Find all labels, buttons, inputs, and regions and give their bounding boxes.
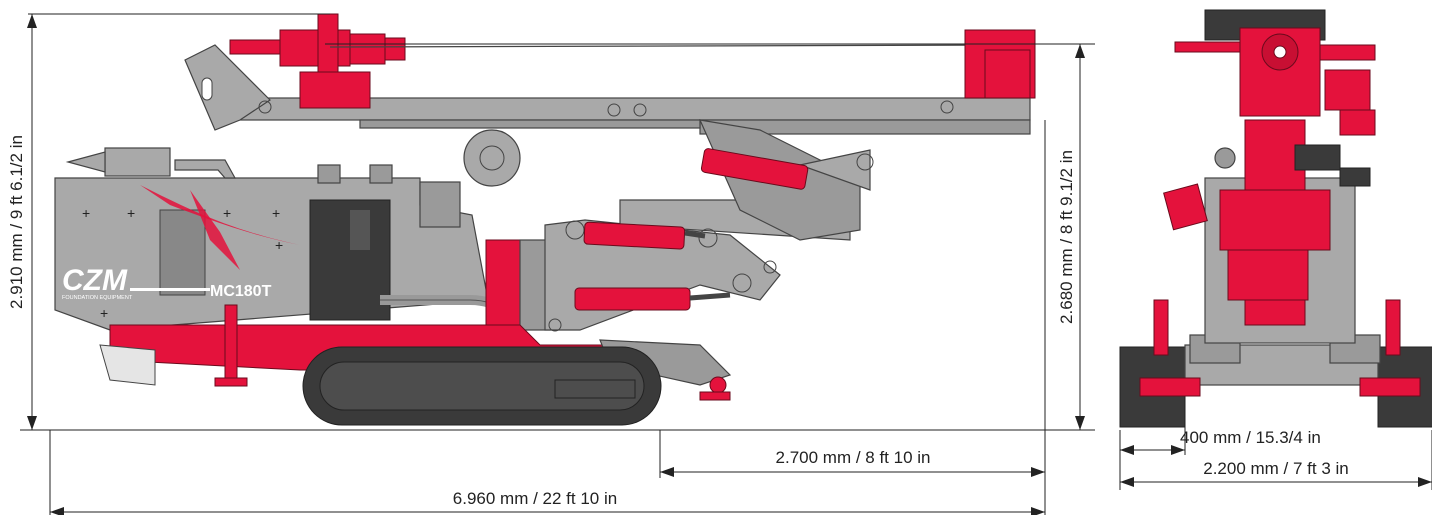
svg-text:+: +	[223, 205, 231, 221]
svg-text:+: +	[272, 205, 280, 221]
boom-pivot-disc	[463, 129, 521, 187]
overall-length-label: 6.960 mm / 22 ft 10 in	[453, 489, 617, 508]
hydraulic-cylinders	[574, 148, 809, 311]
czm-logo: CZM FOUNDATION EQUIPMENT MC180T	[62, 264, 272, 301]
svg-text:+: +	[127, 205, 135, 221]
overall-width-label: 2.200 mm / 7 ft 3 in	[1203, 459, 1349, 478]
track-length-label: 2.700 mm / 8 ft 10 in	[776, 448, 931, 467]
mast-height-label: 2.680 mm / 8 ft 9.1/2 in	[1057, 150, 1076, 324]
model-label: MC180T	[210, 283, 272, 300]
track-width-label: 400 mm / 15.3/4 in	[1180, 428, 1321, 447]
crawler-track	[302, 346, 662, 426]
logo-tagline: FOUNDATION EQUIPMENT	[62, 295, 133, 301]
front-view: 400 mm / 15.3/4 in 2.200 mm / 7 ft 3 in	[1119, 9, 1432, 490]
svg-text:+: +	[100, 305, 108, 321]
side-view: + + + + + + CZM FOUNDATION EQUIPMENT MC1…	[7, 13, 1095, 515]
mast	[184, 13, 1036, 135]
svg-text:+: +	[82, 205, 90, 221]
logo-brand: CZM	[62, 264, 128, 297]
svg-text:+: +	[275, 237, 283, 253]
overall-height-label: 2.910 mm / 9 ft 6.1/2 in	[7, 135, 26, 309]
engine-housing: + + + + + +	[54, 147, 489, 331]
